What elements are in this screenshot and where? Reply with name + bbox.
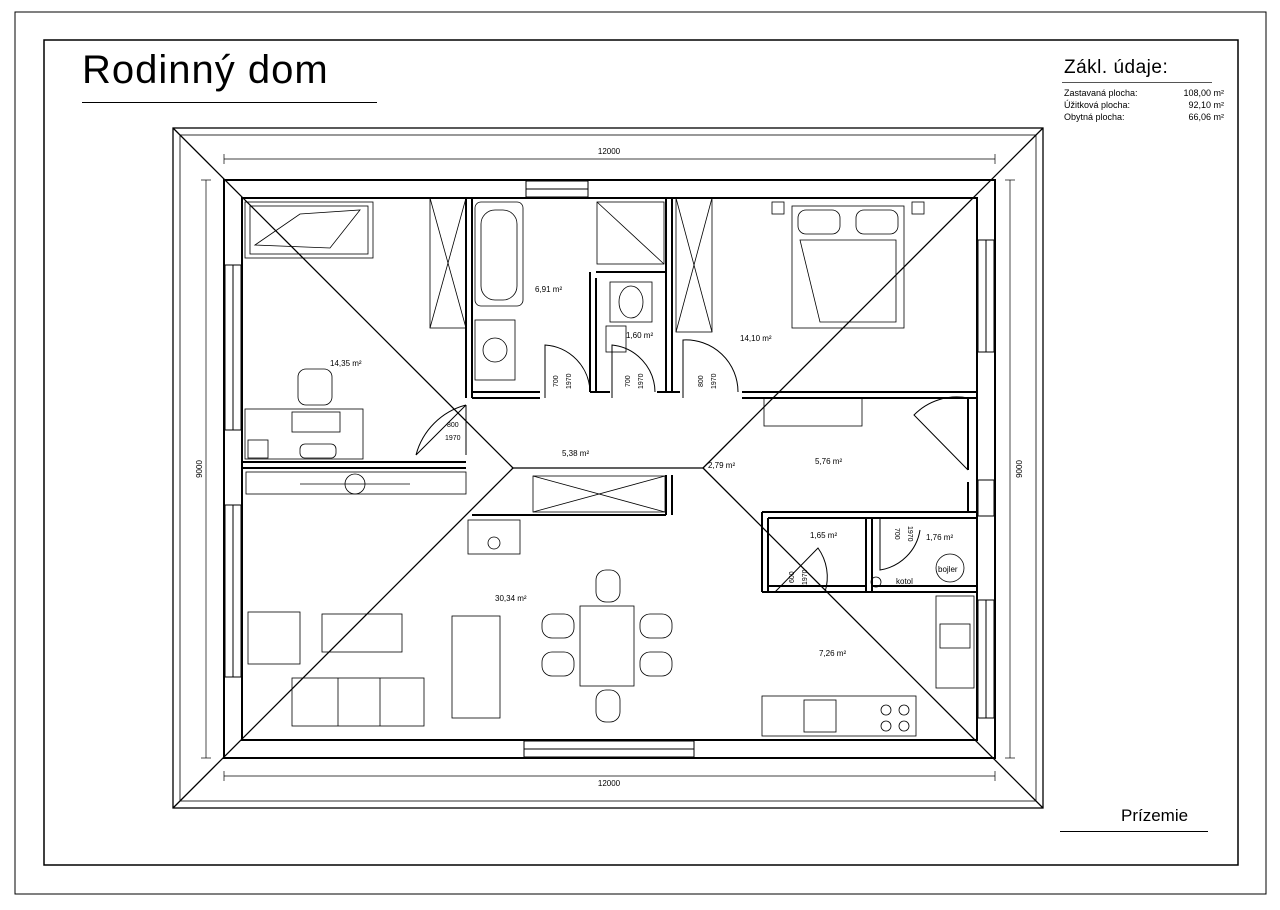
door-bathroom-height: 1970 bbox=[566, 373, 573, 389]
room-living-area: 30,34 m² bbox=[495, 594, 527, 603]
room-entrance-area: 5,76 m² bbox=[815, 457, 842, 466]
door-wc-height: 1970 bbox=[638, 373, 645, 389]
furniture-bathroom bbox=[474, 201, 665, 381]
furniture-office bbox=[244, 197, 467, 460]
door-bathroom-width: 700 bbox=[553, 375, 560, 387]
drawing-title: Rodinný dom bbox=[82, 48, 329, 92]
room-wc-area: 1,60 m² bbox=[626, 331, 653, 340]
info-label: Obytná plocha: bbox=[1064, 112, 1125, 122]
room-boiler-area: 1,76 m² bbox=[926, 533, 953, 542]
info-underline bbox=[1062, 82, 1212, 83]
dimension-lines bbox=[201, 154, 1015, 781]
info-value: 92,10 m² bbox=[1188, 100, 1224, 110]
dim-right: 9000 bbox=[1015, 460, 1024, 478]
info-label: Úžitková plocha: bbox=[1064, 100, 1131, 110]
door-boiler-height: 1970 bbox=[906, 526, 913, 542]
info-row-usable-area: Úžitková plocha: 92,10 m² bbox=[1064, 100, 1224, 112]
furniture-bedroom bbox=[675, 197, 925, 333]
dim-bottom: 12000 bbox=[598, 779, 621, 788]
door-storage-height: 1970 bbox=[802, 569, 809, 585]
door-labels: 800 1970 700 1970 700 1970 800 1970 700 … bbox=[445, 373, 913, 585]
inner-frame bbox=[43, 39, 1239, 866]
room-hall-area: 5,38 m² bbox=[562, 449, 589, 458]
room-storage-area: 1,65 m² bbox=[810, 531, 837, 540]
doors bbox=[415, 339, 969, 593]
info-row-living-area: Obytná plocha: 66,06 m² bbox=[1064, 112, 1224, 124]
door-wc-width: 700 bbox=[625, 375, 632, 387]
title-underline bbox=[82, 102, 377, 103]
room-bathroom-area: 6,91 m² bbox=[535, 285, 562, 294]
room-bedroom-area: 14,10 m² bbox=[740, 334, 772, 343]
outer-frame bbox=[14, 11, 1267, 895]
info-value: 66,06 m² bbox=[1188, 112, 1224, 122]
windows bbox=[224, 180, 995, 758]
door-office-height: 1970 bbox=[445, 435, 461, 442]
room-labels: 14,35 m² 6,91 m² 1,60 m² 14,10 m² 5,38 m… bbox=[330, 285, 958, 658]
room-office-area: 14,35 m² bbox=[330, 359, 362, 368]
roof-outline bbox=[172, 127, 1044, 809]
label-bojler: bojler bbox=[938, 565, 958, 574]
dim-left: 9000 bbox=[195, 460, 204, 478]
info-row-built-area: Zastavaná plocha: 108,00 m² bbox=[1064, 88, 1224, 100]
door-bedroom-width: 800 bbox=[698, 375, 705, 387]
door-storage-width: 600 bbox=[789, 571, 796, 583]
door-office-width: 800 bbox=[447, 422, 459, 429]
furniture-living bbox=[245, 397, 975, 737]
floor-underline bbox=[1060, 831, 1208, 832]
floor-label: Prízemie bbox=[1121, 806, 1189, 825]
info-label: Zastavaná plocha: bbox=[1064, 88, 1138, 98]
door-bedroom-height: 1970 bbox=[711, 373, 718, 389]
room-corridor-area: 2,79 m² bbox=[708, 461, 735, 470]
dim-top: 12000 bbox=[598, 147, 621, 156]
info-value: 108,00 m² bbox=[1183, 88, 1224, 98]
interior-walls bbox=[242, 198, 977, 593]
label-kotol: kotol bbox=[896, 577, 913, 586]
room-kitchen-area: 7,26 m² bbox=[819, 649, 846, 658]
door-boiler-width: 700 bbox=[893, 528, 900, 540]
info-heading: Zákl. údaje: bbox=[1064, 57, 1169, 78]
